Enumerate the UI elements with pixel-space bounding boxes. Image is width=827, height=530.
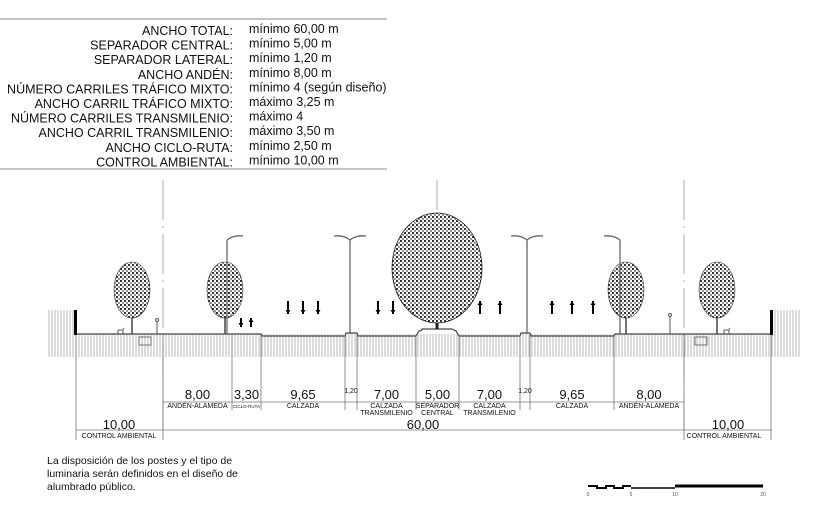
dimension-label: CALZADA xyxy=(473,403,506,410)
tree xyxy=(113,261,151,334)
spec-label: NÚMERO CARRILES TRÁFICO MIXTO: xyxy=(7,81,233,96)
tree xyxy=(206,261,244,334)
dimension-label: TRANSMILENIO xyxy=(463,410,516,417)
pedestrians xyxy=(117,313,731,334)
arrow-up-icon xyxy=(590,301,596,314)
dimension-lines xyxy=(75,335,772,440)
control-left-value: 10,00 xyxy=(103,417,136,432)
street-lamp xyxy=(510,235,544,334)
dimension-label: SEPARADOR xyxy=(416,403,459,410)
street-lamp xyxy=(226,235,244,334)
left-wall xyxy=(74,310,77,335)
spec-value: mínimo 60,00 m xyxy=(249,22,339,36)
arrow-up-icon xyxy=(248,318,254,327)
street-lamps xyxy=(226,235,621,334)
scale-bar: 0 5 10 20 xyxy=(587,484,766,498)
dimension-label: CICLO-RUTA xyxy=(233,404,260,409)
arrow-down-icon xyxy=(375,301,381,314)
right-wall xyxy=(770,310,773,335)
spec-value: máximo 3,50 m xyxy=(249,124,334,138)
control-left-label: CONTROL AMBIENTAL xyxy=(82,433,157,440)
arrow-down-icon xyxy=(285,301,291,314)
spec-label: SEPARADOR LATERAL: xyxy=(94,53,233,67)
dimension-value: 8,00 xyxy=(185,387,210,402)
drain-right xyxy=(694,336,708,346)
dimension-value: 5,00 xyxy=(425,387,450,402)
dimension-value: 3,30 xyxy=(234,387,259,402)
tree xyxy=(607,261,645,334)
dimension-label: CALZADA xyxy=(556,403,589,410)
dimension-value: 1,20 xyxy=(344,388,358,395)
total-width: 60,00 xyxy=(407,417,440,432)
dimension-value: 9,65 xyxy=(559,387,584,402)
spec-value: mínimo 8,00 m xyxy=(249,66,332,80)
dimension-value: 9,65 xyxy=(290,387,315,402)
spec-value: máximo 3,25 m xyxy=(249,95,334,109)
dimension-label: TRANSMILENIO xyxy=(360,410,413,417)
svg-text:10: 10 xyxy=(672,492,678,498)
spec-value: máximo 4 xyxy=(249,110,303,124)
spec-value: mínimo 1,20 m xyxy=(249,51,332,65)
control-right-value: 10,00 xyxy=(712,417,745,432)
drain-left xyxy=(138,336,152,346)
arrow-down-icon xyxy=(238,318,244,327)
svg-text:5: 5 xyxy=(630,492,633,498)
arrow-up-icon xyxy=(569,301,575,314)
spec-label: ANCHO CARRIL TRANSMILENIO: xyxy=(39,126,233,140)
arrow-up-icon xyxy=(477,301,483,314)
spec-label: CONTROL AMBIENTAL: xyxy=(96,155,233,169)
dimension-label: ANDÉN-ALAMEDA xyxy=(619,401,680,410)
dimension-value: 7,00 xyxy=(374,387,399,402)
arrow-down-icon xyxy=(300,301,306,314)
spec-label: ANCHO TOTAL: xyxy=(142,24,233,38)
street-lamp xyxy=(333,235,367,334)
dimension-labels: 8,00ANDÉN-ALAMEDA3,30CICLO-RUTA9,65CALZA… xyxy=(167,387,679,417)
spec-label: SEPARADOR CENTRAL: xyxy=(90,39,233,53)
spec-value: mínimo 4 (según diseño) xyxy=(249,80,387,94)
svg-text:0: 0 xyxy=(587,492,590,498)
arrow-down-icon xyxy=(315,301,321,314)
lighting-note: La disposición de los postes y el tipo d… xyxy=(47,455,238,493)
dimension-label: CALZADA xyxy=(287,403,320,410)
svg-text:20: 20 xyxy=(760,492,766,498)
dimension-value: 1,20 xyxy=(518,388,532,395)
spec-value: mínimo 2,50 m xyxy=(249,139,332,153)
dimension-label: CENTRAL xyxy=(421,410,454,417)
ground-section xyxy=(47,310,800,357)
traffic-direction-arrows xyxy=(238,301,596,327)
spec-value: mínimo 10,00 m xyxy=(249,153,339,167)
trees xyxy=(113,212,736,334)
control-right-label: CONTROL AMBIENTAL xyxy=(687,433,762,440)
dimension-value: 8,00 xyxy=(636,387,661,402)
spec-label: ANCHO ANDÉN: xyxy=(138,67,233,82)
arrow-up-icon xyxy=(497,301,503,314)
dimension-value: 7,00 xyxy=(477,387,502,402)
spec-label: NÚMERO CARRILES TRANSMILENIO: xyxy=(11,111,233,126)
dimension-label: ANDÉN-ALAMEDA xyxy=(167,401,228,410)
central-large-tree xyxy=(391,212,483,329)
dimension-label: CALZADA xyxy=(370,403,403,410)
street-lamp xyxy=(603,235,621,334)
spec-value: mínimo 5,00 m xyxy=(249,37,332,51)
spec-label: ANCHO CARRIL TRÁFICO MIXTO: xyxy=(35,96,233,111)
arrow-down-icon xyxy=(390,301,396,314)
arrow-up-icon xyxy=(549,301,555,314)
tree xyxy=(698,261,736,334)
spec-table: ANCHO TOTAL: mínimo 60,00 m SEPARADOR CENT… xyxy=(0,18,387,170)
spec-label: ANCHO CICLO-RUTA: xyxy=(105,141,233,155)
